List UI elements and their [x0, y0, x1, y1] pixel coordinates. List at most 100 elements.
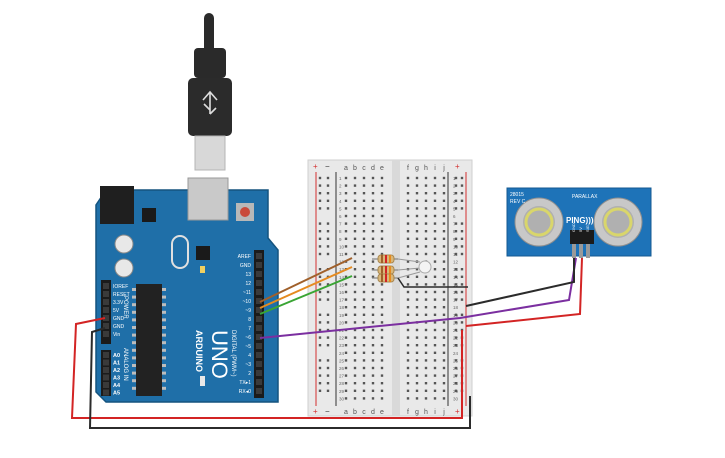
breadboard-hole[interactable] — [353, 336, 357, 339]
rail-hole[interactable] — [326, 290, 330, 294]
resistor-1[interactable] — [372, 254, 398, 264]
breadboard-hole[interactable] — [380, 306, 384, 309]
breadboard-hole[interactable] — [344, 176, 348, 180]
breadboard-hole[interactable] — [415, 374, 419, 377]
rail-hole[interactable] — [326, 283, 330, 286]
rail-hole[interactable] — [318, 336, 322, 339]
breadboard-hole[interactable] — [371, 290, 375, 294]
rail-hole[interactable] — [326, 192, 330, 195]
rail-hole[interactable] — [326, 382, 330, 385]
rail-hole[interactable] — [454, 359, 458, 362]
rail-hole[interactable] — [460, 192, 464, 195]
rail-hole[interactable] — [454, 374, 458, 377]
rail-hole[interactable] — [460, 298, 464, 301]
breadboard-hole[interactable] — [442, 192, 446, 195]
breadboard-hole[interactable] — [344, 397, 348, 400]
breadboard-hole[interactable] — [442, 199, 446, 202]
breadboard-hole[interactable] — [424, 298, 428, 301]
breadboard-hole[interactable] — [424, 359, 428, 362]
breadboard-holes[interactable] — [318, 176, 464, 400]
breadboard-hole[interactable] — [424, 336, 428, 339]
breadboard-hole[interactable] — [433, 176, 437, 180]
digital-pin-hole[interactable] — [256, 352, 262, 358]
analog-pin-hole[interactable] — [103, 382, 109, 388]
digital-pin-hole[interactable] — [256, 388, 262, 394]
breadboard-hole[interactable] — [406, 222, 410, 225]
power-pin-hole[interactable] — [103, 291, 109, 297]
breadboard-hole[interactable] — [380, 374, 384, 377]
breadboard-hole[interactable] — [344, 283, 348, 286]
rail-hole[interactable] — [318, 374, 322, 377]
rail-hole[interactable] — [326, 237, 330, 240]
rail-hole[interactable] — [460, 321, 464, 324]
breadboard-hole[interactable] — [433, 290, 437, 294]
rail-hole[interactable] — [318, 359, 322, 362]
rail-hole[interactable] — [454, 222, 458, 225]
breadboard-hole[interactable] — [353, 199, 357, 202]
breadboard-hole[interactable] — [380, 389, 384, 392]
sensor-pin[interactable] — [579, 244, 583, 258]
rail-hole[interactable] — [318, 328, 322, 332]
breadboard-hole[interactable] — [362, 359, 366, 362]
sensor-pin[interactable] — [572, 244, 576, 258]
breadboard-hole[interactable] — [344, 389, 348, 392]
digital-pin-hole[interactable] — [256, 262, 262, 268]
rail-hole[interactable] — [326, 374, 330, 377]
breadboard-hole[interactable] — [433, 306, 437, 309]
breadboard-hole[interactable] — [353, 389, 357, 392]
breadboard-hole[interactable] — [424, 207, 428, 210]
breadboard-hole[interactable] — [415, 176, 419, 180]
breadboard-hole[interactable] — [424, 328, 428, 332]
breadboard-hole[interactable] — [424, 176, 428, 180]
breadboard-hole[interactable] — [442, 359, 446, 362]
breadboard-hole[interactable] — [344, 306, 348, 309]
breadboard-hole[interactable] — [406, 336, 410, 339]
breadboard-hole[interactable] — [442, 389, 446, 392]
breadboard-hole[interactable] — [442, 245, 446, 248]
breadboard-hole[interactable] — [353, 313, 357, 316]
breadboard-hole[interactable] — [380, 336, 384, 339]
breadboard-hole[interactable] — [353, 374, 357, 377]
breadboard-hole[interactable] — [442, 207, 446, 210]
breadboard-hole[interactable] — [371, 359, 375, 362]
rail-hole[interactable] — [454, 207, 458, 210]
breadboard-hole[interactable] — [415, 214, 419, 218]
rail-hole[interactable] — [318, 313, 322, 316]
breadboard-hole[interactable] — [344, 207, 348, 210]
digital-pin-hole[interactable] — [256, 253, 262, 259]
breadboard-hole[interactable] — [424, 290, 428, 294]
rail-hole[interactable] — [326, 321, 330, 324]
breadboard-hole[interactable] — [415, 207, 419, 210]
breadboard-hole[interactable] — [353, 328, 357, 332]
breadboard-hole[interactable] — [362, 389, 366, 392]
breadboard-hole[interactable] — [433, 389, 437, 392]
digital-pin-hole[interactable] — [256, 370, 262, 376]
rail-hole[interactable] — [318, 176, 322, 180]
rail-hole[interactable] — [318, 184, 322, 187]
breadboard-hole[interactable] — [442, 176, 446, 180]
rail-hole[interactable] — [460, 275, 464, 278]
sensor-pin[interactable] — [586, 244, 590, 258]
wire-pin11-orange[interactable] — [259, 266, 353, 309]
breadboard-hole[interactable] — [424, 351, 428, 354]
rail-hole[interactable] — [326, 328, 330, 332]
power-pin-hole[interactable] — [103, 307, 109, 313]
rail-hole[interactable] — [326, 298, 330, 301]
breadboard-hole[interactable] — [415, 328, 419, 332]
rail-hole[interactable] — [454, 268, 458, 271]
rail-hole[interactable] — [454, 382, 458, 385]
rail-hole[interactable] — [326, 184, 330, 187]
wire-sensor-gnd[interactable] — [465, 258, 575, 307]
breadboard-hole[interactable] — [362, 298, 366, 301]
breadboard-hole[interactable] — [433, 252, 437, 256]
wire-pin10-green[interactable] — [259, 275, 353, 315]
breadboard-hole[interactable] — [344, 222, 348, 225]
breadboard-hole[interactable] — [353, 321, 357, 324]
breadboard-hole[interactable] — [362, 275, 366, 278]
breadboard-hole[interactable] — [371, 389, 375, 392]
breadboard-hole[interactable] — [433, 199, 437, 202]
breadboard-hole[interactable] — [433, 260, 437, 263]
breadboard-hole[interactable] — [380, 359, 384, 362]
breadboard-hole[interactable] — [371, 184, 375, 187]
